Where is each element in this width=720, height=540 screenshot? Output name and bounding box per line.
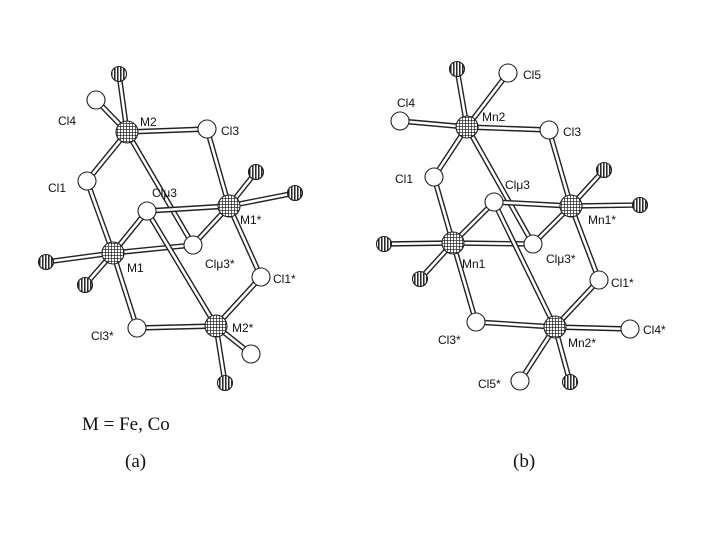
chlorine-atom-b_Cl5 (498, 63, 518, 83)
bond-layer-a (45, 73, 296, 384)
formula-label-a: M = Fe, Co (82, 414, 170, 435)
panel-caption-b: (b) (513, 451, 535, 472)
ligand-atom-a_O3 (286, 184, 304, 202)
atom-label-b_Cl1s: Cl1* (611, 276, 634, 290)
atom-label-a_M1: M1 (127, 261, 144, 275)
bond-a_M2s-a_Clu3 (144, 209, 219, 328)
ligand-atom-b_O5 (411, 270, 429, 288)
bond-b_Mn1-b_Clu3s (452, 240, 534, 247)
atom-label-a_M2: M2 (140, 115, 157, 129)
bond-b_Mn2s-b_Cl4s (554, 324, 631, 332)
chlorine-atom-b_Cl4 (390, 111, 410, 131)
ligand-atom-b_O6 (561, 373, 579, 391)
atom-label-b_Mn1s: Mn1* (588, 213, 616, 227)
bond-a_M1s-a_Clu3 (146, 203, 230, 214)
bond-b_Mn2-b_Cl3 (466, 124, 550, 133)
ligand-atom-a_O4 (37, 253, 55, 271)
atom-layer-a (37, 65, 304, 392)
bond-a_Cl3-a_M1s (204, 128, 232, 207)
atom-label-a_Clu3: Clμ3 (152, 186, 177, 200)
chlorine-atom-b_Cl3 (539, 120, 559, 140)
metal-atom-b_Mn2 (455, 115, 479, 139)
chlorine-atom-a_Cl4s (241, 344, 261, 364)
atom-label-b_Cl5s: Cl5* (478, 377, 501, 391)
bond-a_M2-a_Clu3s (124, 130, 196, 247)
atom-label-a_Cl1s: Cl1* (273, 272, 296, 286)
metal-atom-b_Mn1 (441, 231, 465, 255)
metal-atom-a_M1s (217, 194, 241, 218)
metal-atom-a_M2s (204, 314, 228, 338)
panel-caption-a: (a) (125, 451, 146, 472)
chlorine-atom-b_Cl3s (466, 312, 486, 332)
atom-label-b_Cl4s: Cl4* (643, 323, 666, 337)
chlorine-atom-b_Cl1s (589, 270, 609, 290)
bond-a_Cl1-a_M1 (84, 180, 116, 254)
atom-label-b_Clu3: Clμ3 (505, 178, 530, 192)
ligand-atom-a_O2 (247, 163, 265, 181)
chlorine-atom-a_Cl1s (251, 267, 271, 287)
atom-label-a_Cl4: Cl4 (58, 114, 76, 128)
bond-b_Mn1-b_Cl3s (450, 242, 479, 323)
ligand-atom-a_O5 (76, 276, 94, 294)
chlorine-atom-b_Clu3 (484, 192, 504, 212)
ligand-atom-a_O6 (216, 374, 234, 392)
chlorine-atom-a_Cl4 (86, 90, 106, 110)
atom-label-a_M1s: M1* (240, 213, 262, 227)
ligand-atom-b_O2 (595, 161, 613, 179)
atom-label-a_M2s: M2* (232, 321, 254, 335)
bond-layer-b (383, 68, 641, 383)
chlorine-atom-a_Cl3s (127, 318, 147, 338)
atom-label-a_Cl1: Cl1 (48, 181, 66, 195)
bond-a_M1s-a_Cl1s (226, 204, 264, 279)
atom-label-b_Mn2: Mn2 (482, 110, 506, 124)
metal-atom-a_M1 (101, 241, 125, 265)
bond-b_Cl3-b_Mn1s (546, 129, 574, 207)
atom-label-b_Mn2s: Mn2* (568, 336, 596, 350)
chlorine-atom-a_Cl3 (197, 119, 217, 139)
atom-label-b_Cl4: Cl4 (397, 96, 415, 110)
bond-a_M2-a_Cl3 (126, 126, 208, 135)
chlorine-atom-a_Cl1 (77, 171, 97, 191)
chlorine-atom-a_Clu3 (137, 201, 157, 221)
ligand-atom-b_O1 (448, 60, 466, 78)
bond-a_M1-a_Cl3s (110, 252, 140, 329)
chlorine-atom-b_Cl1 (424, 167, 444, 187)
atom-label-a_Cl3: Cl3 (221, 124, 239, 138)
metal-atom-a_M2 (115, 120, 139, 144)
atom-label-b_Cl3s: Cl3* (438, 333, 461, 347)
atom-label-b_Cl5: Cl5 (523, 68, 541, 82)
atom-layer-b (375, 60, 649, 391)
chlorine-atom-a_Clu3s (183, 235, 203, 255)
bond-b_Mn2-b_Clu3s (464, 125, 536, 246)
chlorine-atom-b_Cl5s (510, 371, 530, 391)
atom-label-b_Mn1: Mn1 (462, 257, 486, 271)
bond-a_M1-a_Clu3s (112, 242, 194, 256)
atom-label-b_Clu3s: Clμ3* (546, 252, 576, 266)
chlorine-atom-b_Cl4s (620, 319, 640, 339)
bond-b_Mn1s-b_Cl1s (568, 205, 602, 281)
ligand-atom-b_O4 (375, 235, 393, 253)
atom-label-b_Cl3: Cl3 (563, 125, 581, 139)
bond-b_Mn2s-b_Clu3 (491, 200, 558, 329)
atom-label-b_Cl1: Cl1 (395, 172, 413, 186)
bond-b_Cl3s-b_Mn2s (475, 319, 556, 330)
ligand-atom-a_O1 (110, 65, 128, 83)
chlorine-atom-b_Clu3s (523, 234, 543, 254)
bond-a_Cl3s-a_M2s (136, 323, 217, 331)
atom-label-a_Cl3s: Cl3* (91, 329, 114, 343)
atom-label-a_Clu3s: Clμ3* (205, 257, 235, 271)
metal-atom-b_Mn1s (559, 194, 583, 218)
ligand-atom-b_O3 (631, 196, 649, 214)
metal-atom-b_Mn2s (543, 315, 567, 339)
bond-b_Mn1s-b_Clu3 (493, 199, 572, 209)
